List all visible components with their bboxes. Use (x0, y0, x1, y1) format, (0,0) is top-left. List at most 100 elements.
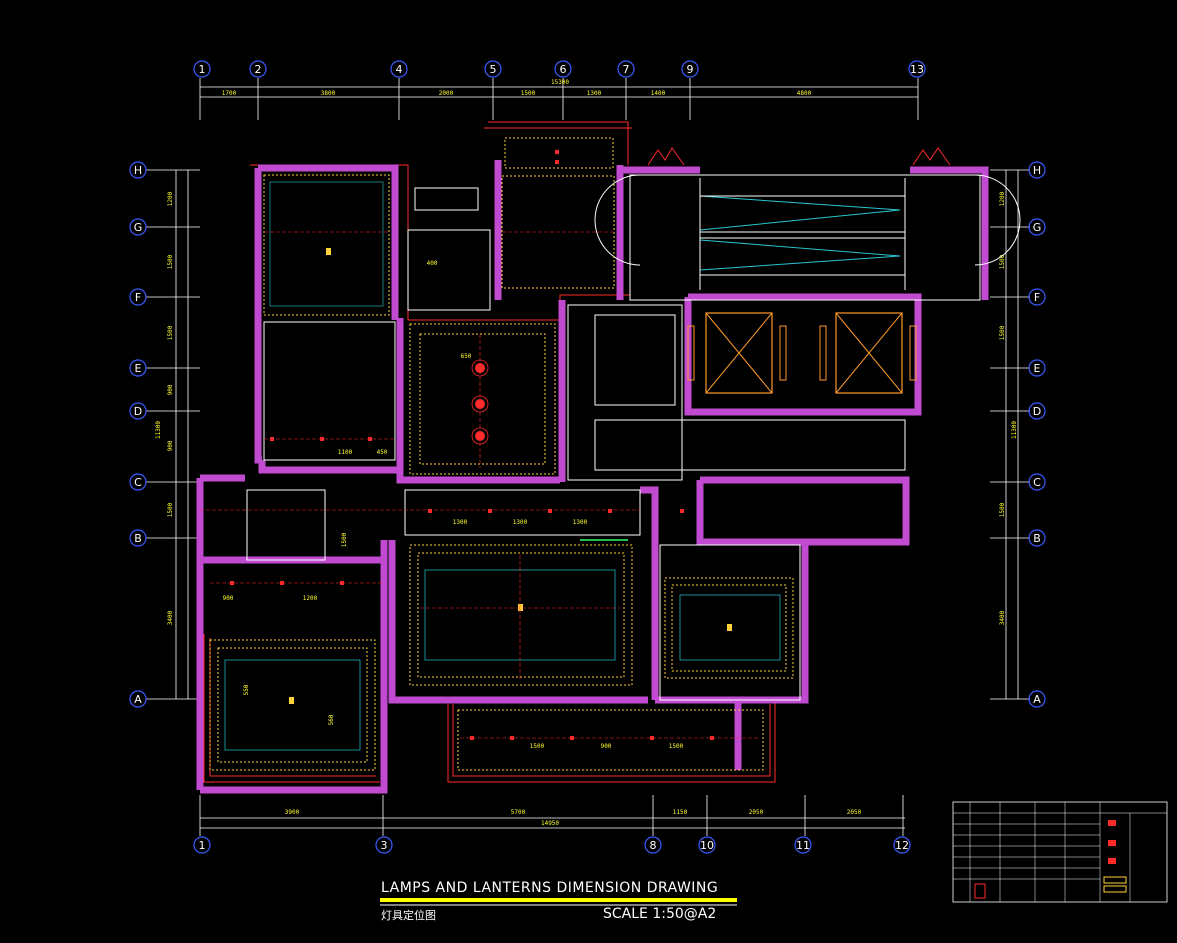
axis-bubble-top-1: 1 (193, 60, 211, 78)
axis-bubble-right-G: G (1028, 218, 1046, 236)
axis-bubble-top-2: 2 (249, 60, 267, 78)
svg-text:H: H (1033, 164, 1041, 177)
svg-text:900: 900 (601, 743, 612, 750)
dim-bottom-2: 5700 (511, 809, 526, 816)
svg-text:1500: 1500 (341, 532, 348, 547)
drawing-scale: SCALE 1:50@A2 (603, 906, 717, 922)
dim-right-total: 11300 (1011, 421, 1018, 439)
dim-right-1: 1200 (999, 191, 1006, 206)
dim-left-2: 1500 (167, 254, 174, 269)
dim-bottom-1: 3900 (285, 809, 300, 816)
svg-text:H: H (134, 164, 142, 177)
svg-text:1: 1 (199, 839, 206, 852)
svg-text:G: G (1033, 221, 1042, 234)
dim-top-1: 1700 (222, 90, 237, 97)
svg-text:1100: 1100 (338, 449, 353, 456)
drawing-subtitle: 灯具定位图 (381, 909, 436, 922)
svg-text:550: 550 (243, 684, 250, 695)
dim-left-6: 1500 (167, 502, 174, 517)
dim-top-2: 3800 (321, 90, 336, 97)
axis-bubble-left-B: B (129, 529, 147, 547)
axis-bubble-bottom-1: 1 (193, 836, 211, 854)
axis-bubble-bottom-8: 8 (644, 836, 662, 854)
axis-bubble-left-D: D (129, 402, 147, 420)
svg-text:6: 6 (560, 63, 567, 76)
svg-text:1300: 1300 (453, 519, 468, 526)
svg-text:1500: 1500 (669, 743, 684, 750)
svg-text:3: 3 (381, 839, 388, 852)
axis-bubble-top-13: 13 (908, 60, 926, 78)
ceiling-outlines (209, 137, 794, 771)
svg-text:12: 12 (895, 839, 909, 852)
svg-text:E: E (135, 362, 142, 375)
axis-bubble-bottom-12: 12 (893, 836, 911, 854)
dim-top-4: 1500 (521, 90, 536, 97)
axis-bubble-right-E: E (1028, 359, 1046, 377)
svg-text:B: B (1033, 532, 1041, 545)
svg-text:11: 11 (796, 839, 810, 852)
svg-text:1: 1 (199, 63, 206, 76)
axis-bubble-left-A: A (129, 690, 147, 708)
axis-bubble-top-6: 6 (554, 60, 572, 78)
legend-table (952, 801, 1168, 903)
axis-bubble-right-C: C (1028, 473, 1046, 491)
svg-text:13: 13 (910, 63, 924, 76)
svg-text:8: 8 (650, 839, 657, 852)
svg-text:560: 560 (328, 714, 335, 725)
title-underline (380, 898, 737, 902)
svg-text:E: E (1034, 362, 1041, 375)
svg-text:900: 900 (223, 595, 234, 602)
dim-top-total: 15300 (551, 79, 569, 86)
axis-bubble-top-7: 7 (617, 60, 635, 78)
svg-text:F: F (1034, 291, 1040, 304)
dim-left-7: 3400 (167, 610, 174, 625)
top-axis: 1 2 4 5 6 7 9 13 1700 3800 2000 1500 130… (193, 60, 926, 120)
svg-text:1300: 1300 (573, 519, 588, 526)
svg-text:400: 400 (427, 260, 438, 267)
axis-bubble-top-5: 5 (484, 60, 502, 78)
bottom-axis: 1 3 8 10 11 12 3900 5700 1150 2050 2050 … (193, 795, 911, 854)
dim-bottom-4: 2050 (749, 809, 764, 816)
dim-bottom-total: 14950 (541, 820, 559, 827)
svg-text:7: 7 (623, 63, 630, 76)
axis-bubble-bottom-11: 11 (794, 836, 812, 854)
axis-bubble-left-H: H (129, 161, 147, 179)
lamp-markers (200, 150, 760, 740)
svg-text:2: 2 (255, 63, 262, 76)
axis-bubble-bottom-10: 10 (698, 836, 716, 854)
dim-bottom-3: 1150 (673, 809, 688, 816)
building-walls (196, 121, 989, 794)
dim-left-4: 900 (167, 384, 174, 395)
svg-text:1300: 1300 (513, 519, 528, 526)
axis-bubble-left-C: C (129, 473, 147, 491)
svg-text:C: C (1033, 476, 1041, 489)
axis-bubble-right-A: A (1028, 690, 1046, 708)
axis-bubble-bottom-3: 3 (375, 836, 393, 854)
svg-text:F: F (135, 291, 141, 304)
left-axis: H G F E D C B A 1200 1500 1500 900 900 1… (129, 161, 200, 708)
svg-text:D: D (134, 405, 142, 418)
dim-top-7: 4800 (797, 90, 812, 97)
dim-right-7: 3400 (999, 610, 1006, 625)
svg-text:1500: 1500 (530, 743, 545, 750)
right-axis: H G F E D C B A 1200 1500 1500 1500 3400… (990, 161, 1046, 708)
svg-text:10: 10 (700, 839, 714, 852)
dim-right-6: 1500 (999, 502, 1006, 517)
dim-left-5: 900 (167, 440, 174, 451)
dim-bottom-5: 2050 (847, 809, 862, 816)
dim-left-total: 11300 (155, 421, 162, 439)
svg-text:650: 650 (461, 353, 472, 360)
svg-text:4: 4 (396, 63, 403, 76)
svg-text:B: B (134, 532, 142, 545)
dim-right-2: 1500 (999, 254, 1006, 269)
axis-bubble-top-9: 9 (681, 60, 699, 78)
drawing-title: LAMPS AND LANTERNS DIMENSION DRAWING (381, 880, 719, 896)
dim-left-3: 1500 (167, 325, 174, 340)
dim-top-6: 1400 (651, 90, 666, 97)
axis-bubble-left-F: F (129, 288, 147, 306)
dim-top-5: 1300 (587, 90, 602, 97)
svg-text:A: A (134, 693, 142, 706)
axis-bubble-right-H: H (1028, 161, 1046, 179)
axis-bubble-left-G: G (129, 218, 147, 236)
svg-text:G: G (134, 221, 143, 234)
